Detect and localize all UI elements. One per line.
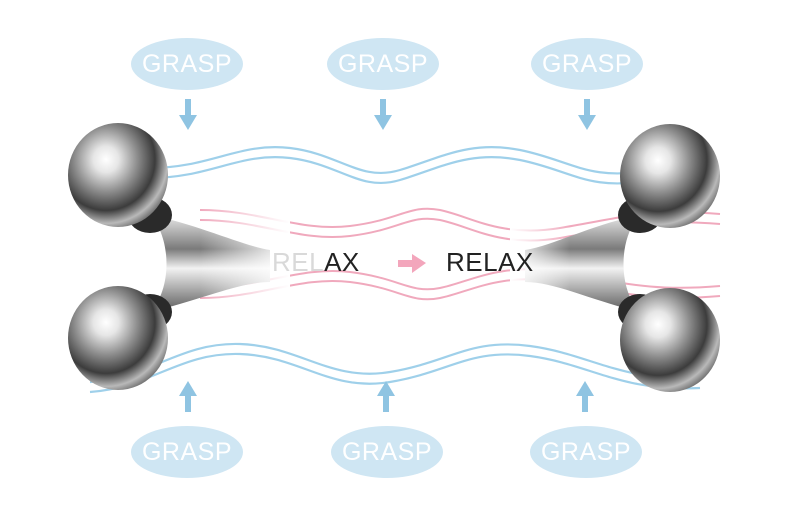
arrow-down-icon: [578, 99, 596, 130]
arrow-up-icon: [179, 381, 197, 412]
relax-label-faded: RELAX: [272, 247, 360, 278]
arrow-up-icon: [377, 381, 395, 412]
bottom-blue-wave: [89, 342, 701, 394]
left-roller: [68, 123, 290, 390]
relax-label: RELAX: [446, 247, 534, 277]
grasp-label: GRASP: [141, 49, 233, 78]
grasp-bubble-top-right: GRASP: [531, 38, 643, 90]
grasp-label: GRASP: [541, 49, 633, 78]
grasp-bubble-top-center: GRASP: [327, 38, 439, 90]
grasp-bubble-bottom-right: GRASP: [530, 426, 642, 478]
grasp-label: GRASP: [141, 437, 233, 466]
arrow-right-icon: [398, 254, 426, 273]
grasp-label: GRASP: [540, 437, 632, 466]
relax-solid-part: AX: [324, 247, 360, 277]
grasp-bubble-top-left: GRASP: [131, 38, 243, 90]
top-blue-wave: [149, 146, 651, 185]
arrow-down-icon: [374, 99, 392, 130]
arrow-up-icon: [576, 381, 594, 412]
grasp-label: GRASP: [341, 437, 433, 466]
right-roller: [510, 124, 720, 392]
grasp-label: GRASP: [337, 49, 429, 78]
arrow-down-icon: [179, 99, 197, 130]
grasp-bubble-bottom-center: GRASP: [331, 426, 443, 478]
relax-faded-part: REL: [272, 247, 325, 277]
grasp-bubble-bottom-left: GRASP: [131, 426, 243, 478]
